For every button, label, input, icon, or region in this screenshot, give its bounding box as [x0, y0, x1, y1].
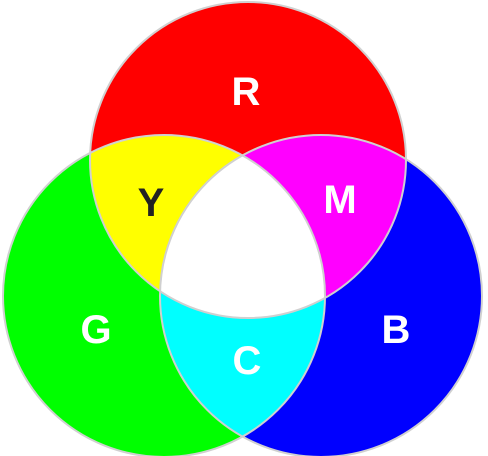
blue-circle-outline	[159, 134, 483, 456]
label-cyan: C	[233, 339, 262, 383]
green-circle-outline	[2, 134, 326, 456]
label-green: G	[80, 308, 111, 352]
label-yellow: Y	[138, 181, 165, 225]
label-red: R	[232, 70, 261, 114]
label-magenta: M	[323, 178, 356, 222]
label-blue: B	[382, 308, 411, 352]
white-center	[160, 135, 325, 318]
